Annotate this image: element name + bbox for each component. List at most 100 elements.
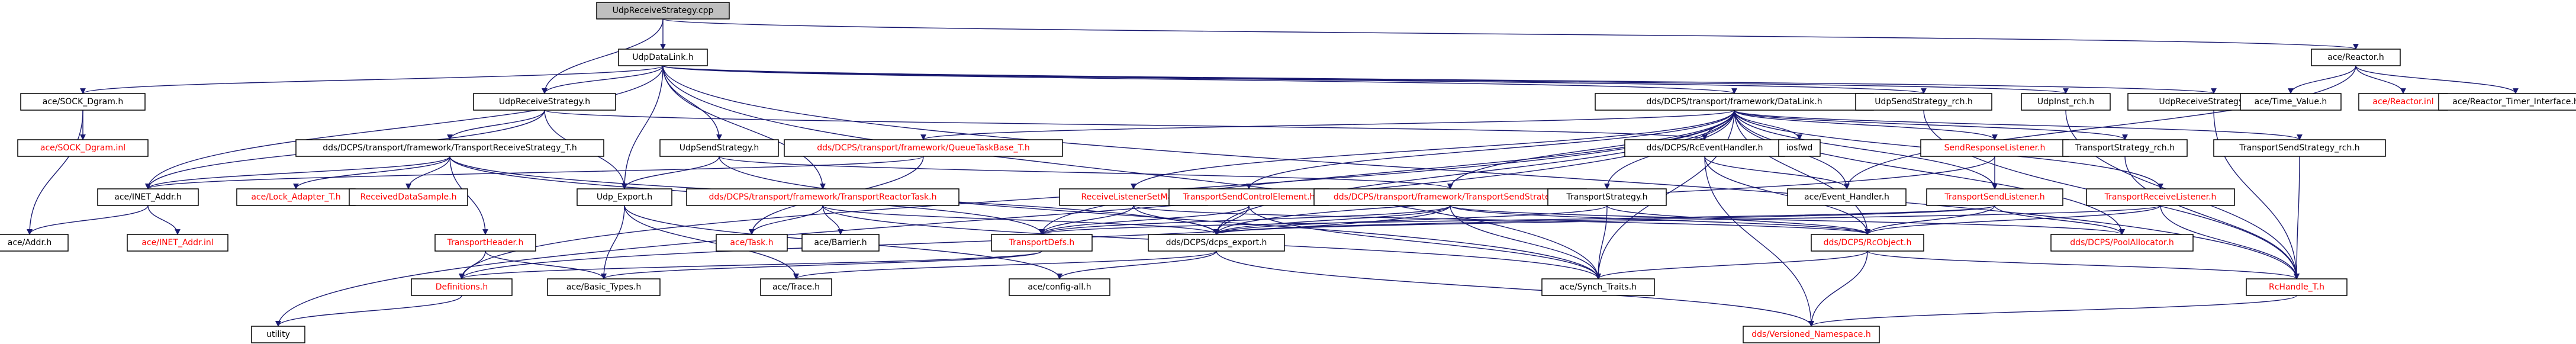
node-poolallocator[interactable]: dds/DCPS/PoolAllocator.h: [2050, 234, 2194, 252]
node-box: [1811, 234, 1924, 252]
edge-transreactortask-to-barrier: [822, 205, 843, 235]
node-box: [1624, 139, 1785, 157]
node-box: [1313, 188, 1587, 206]
edge-transrecvstrat-to-locklock: [293, 156, 450, 189]
node-iosfwd[interactable]: iosfwd: [1778, 139, 1821, 157]
node-transstrat[interactable]: TransportStrategy.h: [1547, 188, 1667, 206]
edge-transrecvstrat-to-inetaddr: [145, 156, 450, 189]
node-definitions[interactable]: Definitions.h: [411, 278, 513, 296]
node-transsendlistener[interactable]: TransportSendListener.h: [1926, 188, 2063, 206]
node-locklock[interactable]: ace/Lock_Adapter_T.h: [236, 188, 356, 206]
node-task[interactable]: ace/Task.h: [716, 234, 788, 252]
node-box: [473, 93, 616, 111]
node-label: UdpSendStrategy_rch.h: [1875, 97, 1973, 107]
node-udpinstrch[interactable]: UdpInst_rch.h: [2021, 93, 2111, 111]
node-udprecvh[interactable]: UdpReceiveStrategy.h: [473, 93, 616, 111]
node-box: [349, 188, 468, 206]
node-rceventhandler[interactable]: dds/DCPS/RcEventHandler.h: [1624, 139, 1785, 157]
node-sockdgraminl[interactable]: ace/SOCK_Dgram.inl: [17, 139, 149, 157]
node-label: Udp_Export.h: [597, 192, 652, 202]
node-label: TransportSendStrategy_rch.h: [2239, 143, 2359, 153]
edge-udpsendstrat-to-transsendstrat: [719, 156, 1453, 189]
node-box: [784, 139, 1063, 157]
node-rcobject[interactable]: dds/DCPS/RcObject.h: [1811, 234, 1924, 252]
edge-udpdatalink-to-udpsendstrat: [662, 65, 722, 140]
node-box: [991, 234, 1093, 252]
edge-datalink-to-transsendlistener: [1734, 110, 1998, 189]
node-udpsendrch[interactable]: UdpSendStrategy_rch.h: [1855, 93, 1992, 111]
node-label: iosfwd: [1786, 143, 1813, 153]
edge-transstratrch-to-rchandle: [2124, 156, 2300, 279]
node-transrecvstrat[interactable]: dds/DCPS/transport/framework/TransportRe…: [295, 139, 604, 157]
node-transrecvlistener[interactable]: TransportReceiveListener.h: [2086, 188, 2235, 206]
node-box: [1547, 188, 1667, 206]
edge-recvlistenerset-to-transdefs: [1039, 205, 1134, 235]
edge-recvlistenerset-to-dcpsexport: [1133, 205, 1219, 235]
node-transheader[interactable]: TransportHeader.h: [434, 234, 536, 252]
node-transdefs[interactable]: TransportDefs.h: [991, 234, 1093, 252]
node-label: UdpSendStrategy.h: [680, 143, 759, 153]
node-dcpsexport[interactable]: dds/DCPS/dcps_export.h: [1148, 234, 1285, 252]
node-box: [20, 93, 146, 111]
node-label: ace/Lock_Adapter_T.h: [251, 192, 340, 202]
node-reactortimer[interactable]: ace/Reactor_Timer_Interface.h: [2438, 93, 2576, 111]
node-label: ace/SOCK_Dgram.inl: [40, 143, 125, 153]
node-trace[interactable]: ace/Trace.h: [760, 278, 832, 296]
edge-transsendstrat-to-poolallocator: [1450, 205, 2125, 235]
node-addr[interactable]: ace/Addr.h: [0, 234, 69, 252]
node-udpsendstrat[interactable]: UdpSendStrategy.h: [659, 139, 779, 157]
node-recvdsample[interactable]: ReceivedDataSample.h: [349, 188, 468, 206]
node-eventhandler[interactable]: ace/Event_Handler.h: [1787, 188, 1907, 206]
node-sockdgram[interactable]: ace/SOCK_Dgram.h: [20, 93, 146, 111]
node-box: [295, 139, 604, 157]
node-transreactortask[interactable]: dds/DCPS/transport/framework/TransportRe…: [686, 188, 959, 206]
node-synchtraits[interactable]: ace/Synch_Traits.h: [1541, 278, 1655, 296]
node-udpexport[interactable]: Udp_Export.h: [577, 188, 672, 206]
node-box: [686, 188, 959, 206]
edge-inetaddr-to-addr: [27, 205, 149, 235]
node-udpdatalink[interactable]: UdpDataLink.h: [618, 49, 708, 66]
edge-transreactortask-to-dcpsexport: [822, 205, 1219, 235]
node-root[interactable]: UdpReceiveStrategy.cpp: [596, 2, 730, 20]
edge-datalink-to-transsendstrat: [1447, 110, 1735, 189]
node-configall[interactable]: ace/config-all.h: [1009, 278, 1110, 296]
node-transstratrch[interactable]: TransportStrategy_rch.h: [2062, 139, 2188, 157]
node-box: [1541, 278, 1655, 296]
node-transsendstrat[interactable]: dds/DCPS/transport/framework/TransportSe…: [1313, 188, 1587, 206]
node-label: ace/Basic_Types.h: [566, 282, 641, 292]
edge-root-to-reactor: [662, 18, 2358, 50]
edge-transrecvlistener-to-rchandle: [2160, 205, 2300, 279]
edge-transsendstrat-to-dcpsexport: [1213, 205, 1451, 235]
node-inetaddr[interactable]: ace/INET_Addr.h: [97, 188, 199, 206]
node-queuetaskbase[interactable]: dds/DCPS/transport/framework/QueueTaskBa…: [784, 139, 1063, 157]
node-utility[interactable]: utility: [251, 326, 305, 343]
node-basictypes[interactable]: ace/Basic_Types.h: [547, 278, 661, 296]
node-box: [547, 278, 661, 296]
node-label: ace/Addr.h: [8, 238, 52, 247]
edge-dcpsexport-to-trace: [793, 250, 1217, 279]
node-inetaddrinl[interactable]: ace/INET_Addr.inl: [127, 234, 228, 252]
node-label: UdpInst_rch.h: [2037, 97, 2094, 107]
node-rchandle[interactable]: RcHandle_T.h: [2246, 278, 2348, 296]
node-sendresplistener[interactable]: SendResponseListener.h: [1920, 139, 2069, 157]
node-timevalue[interactable]: ace/Time_Value.h: [2240, 93, 2342, 111]
node-transsendcontrol[interactable]: TransportSendControlElement.h: [1168, 188, 1329, 206]
node-barrier[interactable]: ace/Barrier.h: [801, 234, 880, 252]
node-transsendstratrch[interactable]: TransportSendStrategy_rch.h: [2213, 139, 2386, 157]
node-label: TransportSendListener.h: [1944, 192, 2044, 202]
node-label: SendResponseListener.h: [1944, 143, 2046, 153]
node-label: ace/SOCK_Dgram.h: [43, 97, 123, 107]
node-datalink[interactable]: dds/DCPS/transport/framework/DataLink.h: [1595, 93, 1874, 111]
node-box: [1168, 188, 1329, 206]
node-box: [2050, 234, 2194, 252]
node-reactorinl[interactable]: ace/Reactor.inl: [2358, 93, 2448, 111]
node-reactor[interactable]: ace/Reactor.h: [2311, 49, 2401, 66]
node-label: UdpReceiveStrategy.h: [499, 97, 590, 107]
edge-transsendcontrol-to-synchtraits: [1248, 205, 1601, 279]
edge-transsendstrat-to-definitions: [459, 205, 1451, 279]
edge-udpdatalink-to-udpexport: [622, 65, 664, 189]
node-label: dds/DCPS/RcObject.h: [1824, 238, 1912, 247]
node-versionedns[interactable]: dds/Versioned_Namespace.h: [1743, 326, 1880, 343]
node-box: [2358, 93, 2448, 111]
